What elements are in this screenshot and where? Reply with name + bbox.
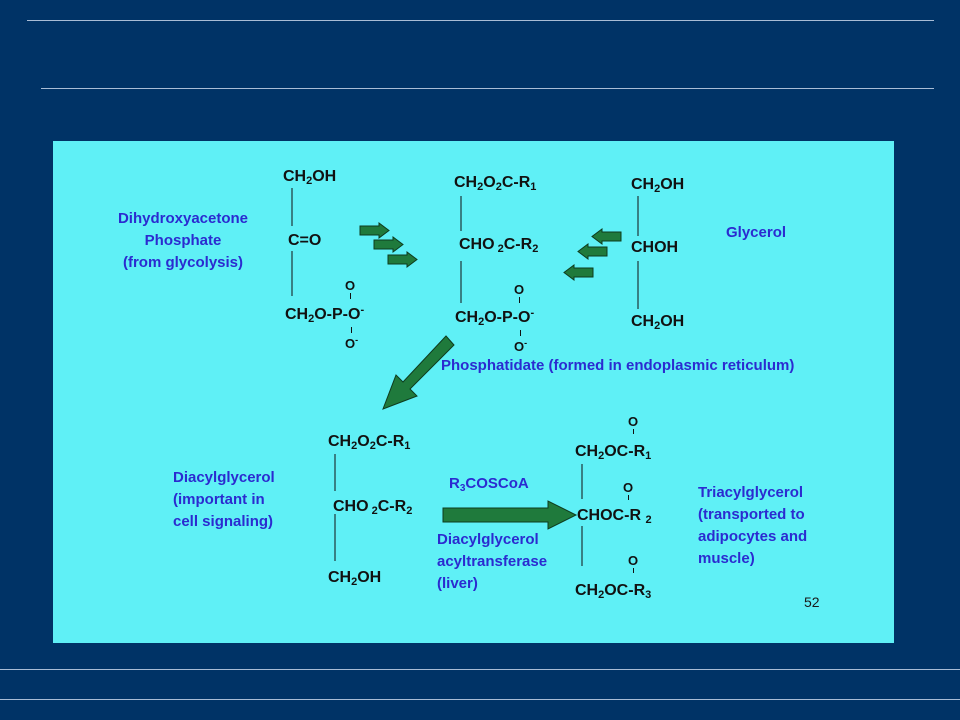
enzyme-label: Diacylglycerol acyltransferase (liver): [437, 529, 547, 595]
enzyme-label-line2: acyltransferase: [437, 553, 548, 570]
diagonal-arrow-icon: [382, 335, 455, 410]
triacylglycerol-label: Triacylglycerol (transported to adipocyt…: [698, 482, 807, 570]
tag-carbonyl-o-1: O: [628, 415, 638, 434]
diacylglycerol-label: Diacylglycerol (important in cell signal…: [173, 467, 275, 533]
left-arrow-icon: [563, 264, 594, 281]
page-number: 52: [804, 594, 820, 610]
title-rule: [41, 88, 934, 89]
diacylglycerol-label-line2: (important in: [173, 491, 265, 508]
glycerol-ch2oh-top: CH2OH: [631, 176, 685, 195]
dhap-c-o: C=O: [288, 232, 322, 249]
dag-ch2o2c-r1: CH2O2C-R1: [328, 433, 411, 452]
phosphatidate-phosphate-o-top: O: [514, 283, 524, 303]
dhap-phosphate-o-bottom: O-: [345, 327, 358, 351]
glycerol-ch2oh-bottom: CH2OH: [631, 313, 685, 332]
left-arrow-icon: [591, 228, 622, 245]
dhap-label-line1: Dihydroxyacetone: [117, 210, 249, 227]
bottom-rule-1: [0, 669, 960, 670]
triacylglycerol-label-line2: (transported to: [698, 506, 805, 523]
dhap-label-line3: (from glycolysis): [122, 254, 244, 271]
dhap-phosphate-o-top: O: [345, 279, 355, 299]
dhap-label: Dihydroxyacetone Phosphate (from glycoly…: [93, 208, 273, 274]
diagram-panel: Dihydroxyacetone Phosphate (from glycoly…: [53, 141, 894, 643]
triacylglycerol-label-line4: muscle): [698, 550, 755, 567]
diacylglycerol-label-line1: Diacylglycerol: [173, 469, 275, 486]
right-arrow-icon: [387, 251, 418, 268]
right-arrow-icon: [359, 222, 390, 239]
tag-ch2oc-r3: CH2OC-R3: [575, 582, 652, 601]
acyltransferase-arrow-icon: [442, 500, 578, 530]
dhap-ch2o-p: CH2O-P-O-: [285, 304, 365, 325]
phosphatidate-cho2c-r2: CHO 2C-R2: [459, 236, 539, 255]
glycerol-label: Glycerol: [726, 224, 787, 241]
triacylglycerol-label-line3: adipocytes and: [698, 528, 808, 545]
phosphatidate-ch2o-p: CH2O-P-O-: [455, 307, 535, 328]
tag-choc-r2: CHOC-R 2: [577, 507, 652, 526]
diacylglycerol-label-line3: cell signaling): [173, 513, 274, 530]
top-rule: [27, 20, 934, 21]
phosphatidate-ch2o2c-r1: CH2O2C-R1: [454, 174, 537, 193]
glycerol-choh: CHOH: [631, 239, 679, 256]
dag-ch2oh: CH2OH: [328, 569, 382, 588]
dag-cho2c-r2: CHO 2C-R2: [333, 498, 413, 517]
diagram-lines: [291, 188, 639, 566]
left-arrow-icon: [577, 243, 608, 260]
dhap-ch2oh: CH2OH: [283, 168, 337, 187]
triacylglycerol-label-line1: Triacylglycerol: [698, 484, 804, 501]
tag-ch2oc-r1: CH2OC-R1: [575, 443, 652, 462]
enzyme-label-line1: Diacylglycerol: [437, 531, 539, 548]
tag-carbonyl-o-3: O: [628, 554, 638, 573]
bottom-rule-2: [0, 699, 960, 700]
dhap-label-line2: Phosphate: [144, 232, 222, 249]
reagent-label: R3COSCoA: [449, 475, 529, 494]
phosphatidate-phosphate-o-bottom: O-: [514, 330, 527, 354]
enzyme-label-line3: (liver): [437, 575, 478, 592]
phosphatidate-label: Phosphatidate (formed in endoplasmic ret…: [441, 357, 795, 374]
tag-carbonyl-o-2: O: [623, 481, 633, 500]
right-arrow-icon: [373, 236, 404, 253]
